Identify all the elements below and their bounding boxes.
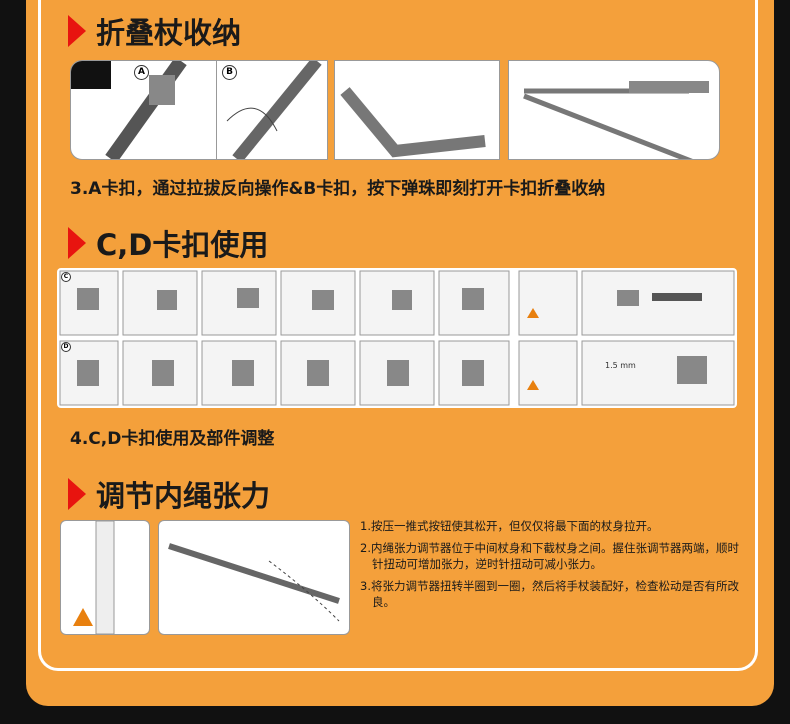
illustration-unfold <box>334 60 500 160</box>
fold-caption: 3.A卡扣，通过拉拔反向操作&B卡扣，按下弹珠即刻打开卡扣折叠收纳 <box>70 179 606 199</box>
section-heading-clips: C,D卡扣使用 <box>68 222 268 264</box>
illustration-folded <box>508 60 720 160</box>
step-3: 3.将张力调节器扭转半圈到一圈，然后将手杖装配好，检查松动是否有所改良。 <box>360 579 739 609</box>
label-b: B <box>222 65 237 80</box>
heading-text: C,D卡扣使用 <box>96 228 269 262</box>
section-heading-fold: 折叠杖收纳 <box>68 10 241 52</box>
red-arrow-icon <box>68 15 86 47</box>
clip-caption: 4.C,D卡扣使用及部件调整 <box>70 429 275 449</box>
illustration-pull <box>60 520 150 635</box>
step-1: 1.按压一推式按钮使其松开，但仅仅将最下面的杖身拉开。 <box>360 519 659 533</box>
label-a: A <box>134 65 149 80</box>
heading-text: 调节内绳张力 <box>96 479 271 513</box>
red-arrow-icon <box>68 227 86 259</box>
section-heading-tension: 调节内绳张力 <box>68 473 270 515</box>
step-2: 2.内绳张力调节器位于中间杖身和下截杖身之间。握住张调节器两端，顺时针扭动可增加… <box>360 541 739 571</box>
red-arrow-icon <box>68 478 86 510</box>
illustration-twist <box>158 520 350 635</box>
label-d: D <box>61 342 71 352</box>
content-frame <box>38 0 758 671</box>
clip-illustration-grid: C D 1.5 mm <box>57 268 737 408</box>
tension-steps: 1.按压一推式按钮使其松开，但仅仅将最下面的杖身拉开。 2.内绳张力调节器位于中… <box>360 518 750 616</box>
label-c: C <box>61 272 71 282</box>
heading-text: 折叠杖收纳 <box>96 16 242 50</box>
measure-label: 1.5 mm <box>605 361 636 370</box>
